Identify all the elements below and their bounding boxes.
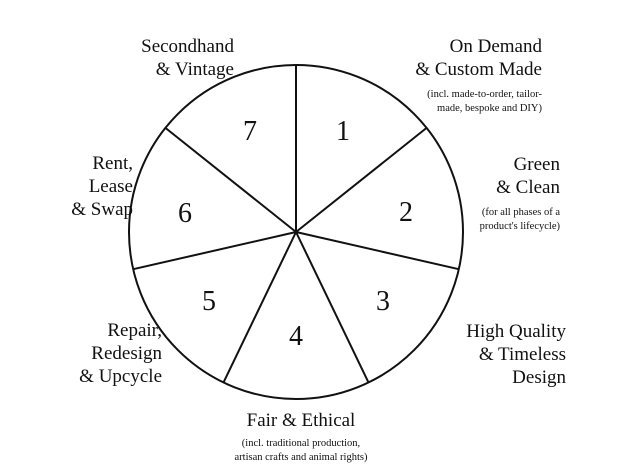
segment-title-4: Fair & Ethical (246, 410, 356, 431)
segment-title-1: On Demand & Custom Made (415, 36, 542, 80)
segment-note-2: (for all phases of a product's lifecycle… (479, 206, 560, 232)
segment-title-3: High Quality & Timeless Design (466, 321, 566, 388)
divider-line-2 (295, 127, 428, 233)
segment-note-4: (incl. traditional production, artisan c… (234, 437, 368, 463)
segment-title-7: Secondhand & Vintage (141, 36, 234, 80)
divider-line-5 (222, 231, 297, 383)
label-on-demand: On Demand & Custom Made (incl. made-to-o… (415, 36, 542, 116)
divider-line-6 (132, 231, 297, 271)
divider-line-4 (295, 231, 370, 383)
divider-line-7 (164, 127, 297, 233)
segment-number-1: 1 (336, 116, 350, 147)
label-high-quality: High Quality & Timeless Design (466, 321, 566, 389)
label-rent: Rent, Lease & Swap (71, 153, 133, 221)
label-fair-ethical: Fair & Ethical (incl. traditional produc… (196, 410, 406, 465)
label-green-clean: Green & Clean (for all phases of a produ… (480, 154, 560, 234)
segment-note-1: (incl. made-to-order, tailor- made, besp… (427, 88, 542, 114)
segment-number-6: 6 (178, 198, 192, 229)
segment-title-2: Green & Clean (496, 154, 560, 198)
segment-title-6: Rent, Lease & Swap (71, 153, 133, 220)
label-secondhand: Secondhand & Vintage (141, 36, 234, 82)
segment-title-5: Repair, Redesign & Upcycle (79, 320, 162, 387)
divider-line-3 (295, 231, 460, 271)
segment-number-2: 2 (399, 197, 413, 228)
label-repair: Repair, Redesign & Upcycle (79, 320, 162, 388)
segment-number-7: 7 (243, 116, 257, 147)
segment-number-5: 5 (202, 286, 216, 317)
segment-number-4: 4 (289, 321, 303, 352)
segment-number-3: 3 (376, 286, 390, 317)
segment-dividers (132, 65, 460, 383)
